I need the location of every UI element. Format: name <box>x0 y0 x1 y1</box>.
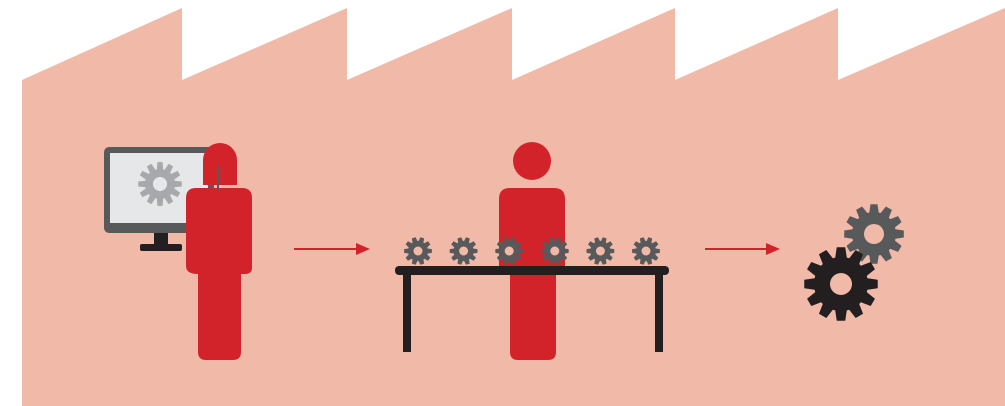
diagram-canvas <box>0 0 1005 406</box>
factory-process-diagram <box>0 0 1005 406</box>
